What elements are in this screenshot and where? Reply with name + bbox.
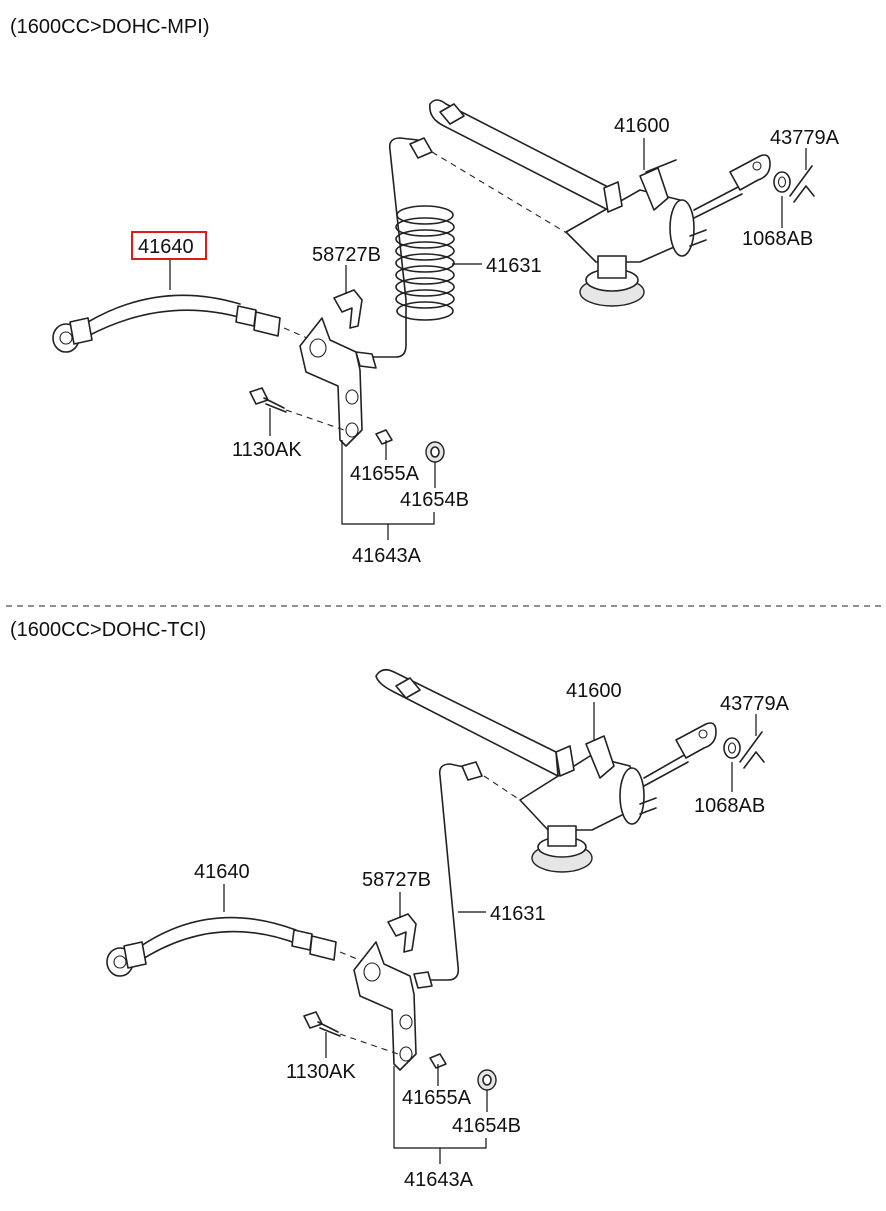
- grommet-41654B: [425, 441, 445, 463]
- label-1130AK: 1130AK: [286, 1061, 356, 1083]
- label-41655A: 41655A: [350, 463, 420, 485]
- label-41654B: 41654B: [452, 1115, 521, 1137]
- label-41631: 41631: [490, 903, 546, 925]
- bracket-41643A: [353, 941, 417, 1071]
- section-mpi: (1600CC>DOHC-MPI): [10, 16, 840, 567]
- clutch-pipe-41631: [413, 761, 521, 989]
- label-41654B: 41654B: [400, 489, 469, 511]
- label-1068AB: 1068AB: [694, 795, 765, 817]
- clip-58727B: [333, 289, 363, 329]
- bracket-41643A: [299, 317, 377, 447]
- label-1130AK: 1130AK: [232, 439, 302, 461]
- label-41600: 41600: [566, 680, 622, 702]
- section-title-mpi: (1600CC>DOHC-MPI): [10, 16, 209, 38]
- reservoir-hose: [375, 668, 559, 777]
- label-41631: 41631: [486, 255, 542, 277]
- master-cylinder-41600: [519, 722, 717, 873]
- label-58727B: 58727B: [312, 244, 381, 266]
- washer-1068AB: [723, 737, 741, 759]
- clutch-hose-41640: [106, 916, 385, 977]
- bushing-41655A: [375, 429, 393, 445]
- label-43779A: 43779A: [770, 127, 840, 149]
- section-title-tci: (1600CC>DOHC-TCI): [10, 619, 206, 641]
- master-cylinder-41600: [565, 154, 771, 307]
- washer-1068AB: [773, 171, 791, 193]
- label-41655A: 41655A: [402, 1087, 472, 1109]
- grommet-41654B: [477, 1069, 497, 1091]
- bolt-1130AK: [303, 1011, 399, 1055]
- reservoir-hose: [428, 99, 613, 236]
- label-58727B: 58727B: [362, 869, 431, 891]
- clutch-pipe-41631: [367, 137, 455, 358]
- label-43779A: 43779A: [720, 693, 790, 715]
- label-41600: 41600: [614, 115, 670, 137]
- clip-58727B: [387, 913, 417, 953]
- label-1068AB: 1068AB: [742, 228, 813, 250]
- label-41643A: 41643A: [352, 545, 422, 567]
- bushing-41655A: [429, 1053, 447, 1069]
- clutch-hose-41640: [52, 294, 331, 353]
- label-41640[interactable]: 41640: [138, 236, 194, 258]
- label-41640[interactable]: 41640: [194, 861, 250, 883]
- bolt-1130AK: [249, 387, 345, 431]
- highlight-box-41640: [131, 231, 207, 260]
- section-tci: (1600CC>DOHC-TCI): [10, 619, 790, 1191]
- split-pin-43779A: [739, 731, 765, 769]
- label-41643A: 41643A: [404, 1169, 474, 1191]
- split-pin-43779A: [789, 165, 815, 203]
